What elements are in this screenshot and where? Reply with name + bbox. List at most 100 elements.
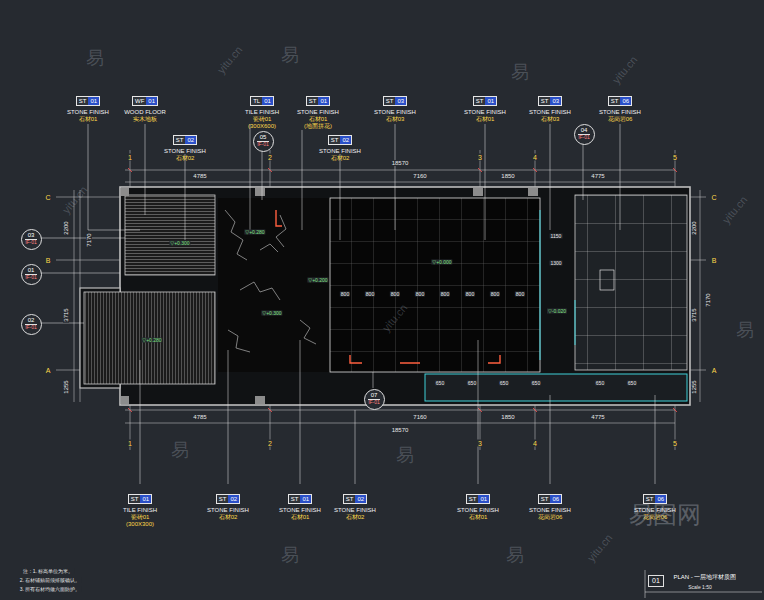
- watermark: 易: [511, 63, 529, 81]
- dimension-text: 800: [465, 292, 475, 297]
- material-type: STONE FINISH: [164, 148, 206, 155]
- grid-label: 1: [127, 154, 133, 161]
- material-name: 石材01: [279, 514, 321, 521]
- material-type: STONE FINISH: [319, 148, 361, 155]
- sheet-reference: IF-01: [25, 239, 37, 246]
- material-number: 02: [355, 495, 366, 503]
- material-name: 石材01: [457, 514, 499, 521]
- dimension-text: 800: [490, 292, 500, 297]
- watermark: 易: [506, 546, 524, 564]
- material-number: 02: [228, 495, 239, 503]
- watermark: 易图网: [629, 503, 701, 527]
- material-name: 石材02: [164, 155, 206, 162]
- grid-label: 4: [532, 440, 538, 447]
- material-number: 06: [655, 495, 666, 503]
- callout-number: 05: [260, 134, 267, 141]
- dimension-text: 650: [531, 381, 541, 386]
- dimension-text: 1255: [691, 379, 697, 394]
- material-code: ST: [539, 495, 551, 503]
- grid-label: B: [45, 257, 52, 264]
- material-type: STONE FINISH: [279, 507, 321, 514]
- tag-header: ST01: [76, 96, 100, 106]
- level-mark: ▽+0.200: [307, 278, 328, 283]
- section-callout: 07IF-01: [364, 389, 385, 410]
- grid-label: 5: [672, 154, 678, 161]
- level-mark: ▽+0.280: [141, 338, 162, 343]
- grid-label: 3: [477, 154, 483, 161]
- material-code: ST: [329, 136, 341, 144]
- tag-header: ST06: [538, 494, 562, 504]
- material-tag: ST01STONE FINISH石材01: [457, 487, 499, 521]
- watermark: 易: [281, 46, 299, 64]
- sheet-reference: IF-01: [578, 134, 590, 141]
- material-tag: ST01STONE FINISH石材01: [279, 487, 321, 521]
- material-tag: ST01STONE FINISH石材01: [67, 89, 109, 123]
- material-code: ST: [384, 97, 396, 105]
- grid-label: 3: [477, 440, 483, 447]
- dimension-text: 800: [515, 292, 525, 297]
- tag-header: ST02: [173, 135, 197, 145]
- note-text: 注：1. 标高单位为米。: [22, 569, 75, 574]
- material-tag: TL01TILE FINISH瓷砖01(300X600): [245, 89, 279, 130]
- material-code: ST: [644, 495, 656, 503]
- material-code: ST: [474, 97, 486, 105]
- material-number: 06: [550, 495, 561, 503]
- dimension-text: 650: [627, 381, 637, 386]
- sheet-number: 01: [652, 577, 660, 585]
- dimension-text: 2200: [691, 220, 697, 235]
- tag-header: ST02: [328, 135, 352, 145]
- watermark: 易: [281, 546, 299, 564]
- tag-header: ST02: [343, 494, 367, 504]
- grid-label: C: [710, 194, 717, 201]
- material-number: 01: [140, 495, 151, 503]
- dimension-text: 800: [340, 292, 350, 297]
- tag-header: ST01: [288, 494, 312, 504]
- material-code: ST: [77, 97, 89, 105]
- material-name: 石材03: [529, 116, 571, 123]
- material-name: 石材03: [374, 116, 416, 123]
- section-callout: 05IF-01: [253, 131, 274, 152]
- material-number: 01: [88, 97, 99, 105]
- material-tag: ST02STONE FINISH石材02: [319, 128, 361, 162]
- material-code: ST: [174, 136, 186, 144]
- material-type: STONE FINISH: [457, 507, 499, 514]
- section-callout: 01IF-01: [21, 264, 42, 285]
- grid-label: B: [711, 257, 718, 264]
- material-type: STONE FINISH: [334, 507, 376, 514]
- note-text: Scale 1:50: [687, 585, 713, 590]
- material-code: ST: [467, 495, 479, 503]
- sheet-number-box: 01: [648, 575, 664, 587]
- watermark: 易: [736, 321, 754, 339]
- grid-label: A: [711, 367, 718, 374]
- dimension-text: 18570: [391, 427, 410, 433]
- material-name: 石材01: [67, 116, 109, 123]
- dimension-text: 3715: [691, 307, 697, 322]
- dimension-text: 1850: [500, 414, 515, 420]
- level-mark: ▽+0.280: [244, 230, 265, 235]
- material-tag: ST01TILE FINISH瓷砖01(300X300): [123, 487, 157, 528]
- material-name: 瓷砖01: [245, 116, 279, 123]
- material-tag: ST06STONE FINISH花岗岩06: [599, 89, 641, 123]
- grid-label: 2: [267, 440, 273, 447]
- material-code: TL: [251, 97, 262, 105]
- material-name: 石材01: [297, 116, 339, 123]
- material-code: WF: [133, 97, 146, 105]
- dimension-text: 1150: [550, 234, 563, 239]
- material-type: TILE FINISH: [245, 109, 279, 116]
- note-text: 3. 所有石材均做六面防护。: [19, 587, 82, 592]
- dimension-text: 18570: [391, 160, 410, 166]
- dimension-text: 1850: [500, 173, 515, 179]
- material-number: 02: [185, 136, 196, 144]
- grid-label: 1: [127, 440, 133, 447]
- tag-header: ST01: [128, 494, 152, 504]
- material-name: 实木地板: [124, 116, 166, 123]
- dimension-text: 7170: [705, 292, 711, 307]
- callout-number: 02: [28, 317, 35, 324]
- section-callout: 04IF-01: [574, 124, 595, 145]
- drawing-title: PLAN - 一层地坪材质图: [673, 574, 736, 580]
- material-number: 01: [146, 97, 157, 105]
- callout-number: 01: [28, 267, 35, 274]
- level-mark: ▽+0.000: [431, 260, 452, 265]
- material-type: STONE FINISH: [207, 507, 249, 514]
- material-number: 06: [620, 97, 631, 105]
